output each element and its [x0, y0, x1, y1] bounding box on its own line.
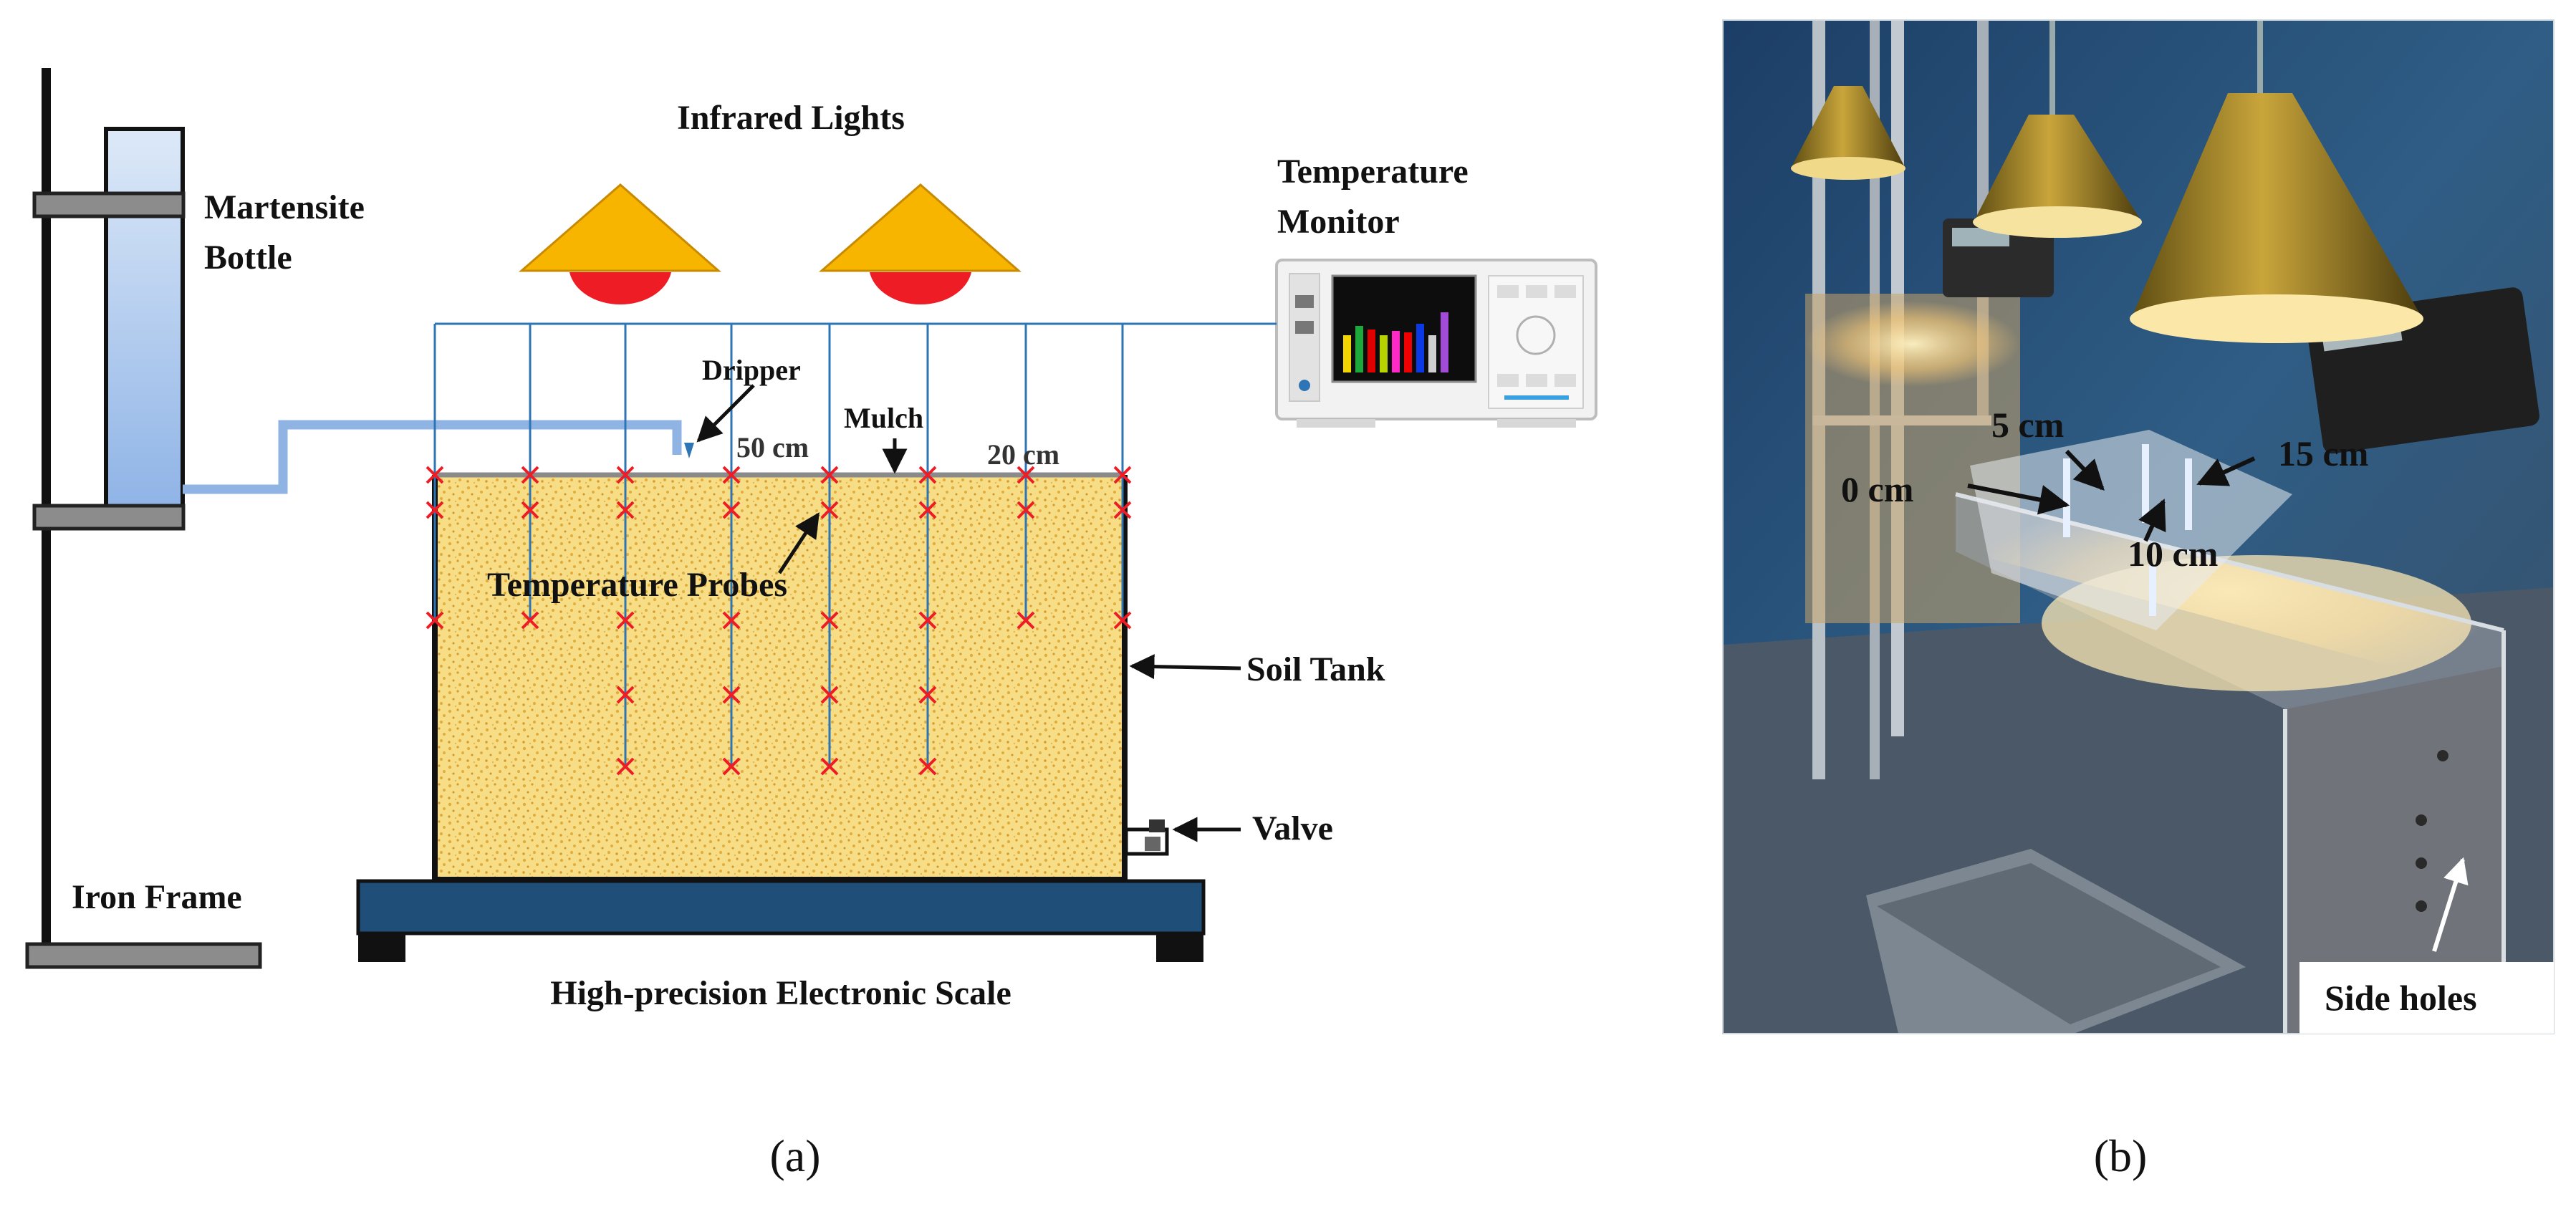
probe-marker	[918, 757, 937, 776]
label-valve: Valve	[1252, 809, 1333, 847]
probe-marker	[722, 757, 741, 776]
probe-marker	[616, 501, 635, 519]
probe-marker	[521, 611, 539, 630]
label-mulch: Mulch	[844, 402, 923, 434]
experiment-photo	[1723, 20, 2554, 1034]
probe-marker	[521, 466, 539, 484]
probe-marker	[616, 686, 635, 704]
soil-tank	[432, 472, 1128, 882]
label-distance-50cm: 50 cm	[736, 431, 809, 463]
photo-annotation-arrows	[1967, 449, 2469, 952]
monitor-screen-bars	[1343, 312, 1448, 372]
label-dripper: Dripper	[702, 354, 801, 386]
photo-label-5cm: 5 cm	[1991, 405, 2064, 445]
label-martensite-1: Martensite	[204, 188, 365, 226]
martensite-bottle	[32, 127, 682, 531]
probe-marker	[1017, 611, 1035, 630]
label-iron-frame: Iron Frame	[72, 878, 242, 916]
probe-marker	[1017, 466, 1035, 484]
probe-marker	[918, 501, 937, 519]
temperature-monitor	[1275, 259, 1597, 428]
label-soil-tank: Soil Tank	[1246, 650, 1385, 688]
probe-marker	[1113, 611, 1132, 630]
probe-marker	[616, 466, 635, 484]
probe-marker	[820, 501, 839, 519]
valve	[1124, 819, 1169, 856]
probe-marker	[722, 611, 741, 630]
label-infrared-lights: Infrared Lights	[677, 99, 905, 137]
probe-marker	[820, 757, 839, 776]
infrared-light-right	[818, 183, 1022, 305]
panel-a: Infrared Lights Temperature Monitor Mart…	[25, 68, 1597, 1181]
probe-marker	[918, 686, 937, 704]
infrared-light-left	[518, 183, 721, 305]
probe-marker	[918, 466, 937, 484]
probe-marker	[426, 466, 444, 484]
probe-marker	[722, 686, 741, 704]
probe-marker	[521, 501, 539, 519]
photo-label-0cm: 0 cm	[1841, 469, 1913, 509]
photo-label-15cm: 15 cm	[2278, 433, 2368, 473]
label-temperature-monitor-2: Monitor	[1277, 203, 1400, 241]
probe-marker	[616, 611, 635, 630]
probe-marker	[820, 611, 839, 630]
temperature-probe-array	[426, 324, 1132, 776]
caption-a: (a)	[769, 1130, 820, 1181]
probe-marker	[1017, 501, 1035, 519]
probe-marker	[1113, 501, 1132, 519]
caption-b: (b)	[2094, 1130, 2148, 1181]
label-temperature-probes: Temperature Probes	[487, 566, 787, 604]
electronic-scale	[356, 879, 1206, 962]
probe-marker	[722, 501, 741, 519]
photo-label-10cm: 10 cm	[2128, 534, 2218, 574]
probe-marker	[722, 466, 741, 484]
panel-b: 0 cm 5 cm 10 cm 15 cm Side holes (b)	[1722, 19, 2555, 1181]
label-temperature-monitor-1: Temperature	[1277, 153, 1469, 191]
label-martensite-2: Bottle	[204, 239, 292, 276]
probe-marker	[616, 757, 635, 776]
photo-label-side-holes: Side holes	[2325, 978, 2477, 1018]
annotation-arrows	[696, 384, 1241, 842]
probe-marker	[426, 501, 444, 519]
dripper	[684, 443, 694, 458]
label-distance-20cm: 20 cm	[987, 438, 1059, 471]
probe-marker	[1113, 466, 1132, 484]
probe-marker	[820, 466, 839, 484]
probe-marker	[426, 611, 444, 630]
probe-marker	[820, 686, 839, 704]
probe-marker	[918, 611, 937, 630]
label-electronic-scale: High-precision Electronic Scale	[550, 974, 1011, 1012]
